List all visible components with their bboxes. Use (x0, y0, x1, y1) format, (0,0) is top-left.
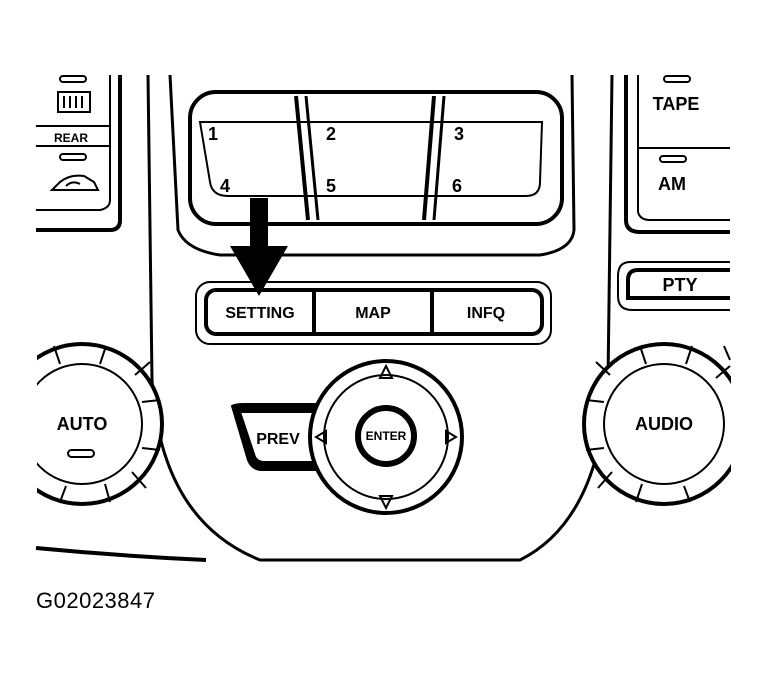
rear-defrost-icon (57, 91, 91, 113)
audio-label: AUDIO (635, 414, 693, 434)
preset-label-3: 3 (454, 124, 464, 144)
preset-frame-inner (198, 121, 544, 197)
rear-label: REAR (54, 131, 88, 145)
map-button[interactable]: MAP (355, 305, 391, 322)
pty-button[interactable]: PTY (617, 261, 730, 311)
figure-id: G02023847 (36, 588, 156, 613)
menu-bar-inner (204, 288, 544, 336)
right-edge-mark (723, 345, 731, 361)
preset-button-2[interactable]: 2 (326, 124, 336, 144)
info-label: INFQ (467, 305, 505, 322)
tape-button[interactable]: TAPE (653, 94, 700, 114)
preset-button-4[interactable]: 4 (220, 176, 230, 196)
audio-knob[interactable]: AUDIO (582, 342, 746, 506)
auto-knob[interactable]: AUTO (0, 342, 164, 506)
am-button[interactable]: AM (658, 174, 686, 194)
prev-button[interactable]: PREV (230, 403, 331, 471)
dashboard-trim-line (35, 546, 207, 562)
preset-label-4: 4 (220, 176, 230, 196)
pty-label: PTY (662, 275, 697, 295)
prev-label: PREV (256, 431, 300, 448)
preset-label-1: 1 (208, 124, 218, 144)
enter-label: ENTER (366, 429, 407, 443)
up-arrow-icon[interactable] (378, 363, 394, 379)
rear-defrost-button[interactable] (57, 91, 91, 113)
map-label: MAP (355, 305, 391, 322)
center-bezel-inner (168, 74, 576, 257)
left-button-panel: REAR (36, 75, 122, 232)
right-arrow-icon[interactable] (445, 429, 458, 445)
air-recirculation-icon (49, 174, 100, 191)
down-arrow-icon[interactable] (378, 495, 394, 511)
preset-button-3[interactable]: 3 (454, 124, 464, 144)
setting-button[interactable]: SETTING (225, 305, 294, 322)
preset-label-6: 6 (452, 176, 462, 196)
preset-frame-outer (188, 90, 564, 226)
auto-label: AUTO (57, 414, 108, 434)
preset-button-1[interactable]: 1 (208, 124, 218, 144)
setting-label: SETTING (225, 305, 294, 322)
indicator-arrow (230, 198, 288, 296)
auto-indicator-light (67, 449, 95, 458)
right-button-panel: TAPE AM PTY (617, 75, 730, 311)
preset-label-5: 5 (326, 176, 336, 196)
left-arrow-icon[interactable] (314, 429, 327, 445)
recirculation-button[interactable] (49, 174, 100, 191)
preset-button-5[interactable]: 5 (326, 176, 336, 196)
am-label: AM (658, 174, 686, 194)
info-button[interactable]: INFQ (467, 305, 505, 322)
enter-button[interactable]: ENTER (355, 405, 417, 467)
preset-button-6[interactable]: 6 (452, 176, 462, 196)
preset-label-2: 2 (326, 124, 336, 144)
tape-label: TAPE (653, 94, 700, 114)
